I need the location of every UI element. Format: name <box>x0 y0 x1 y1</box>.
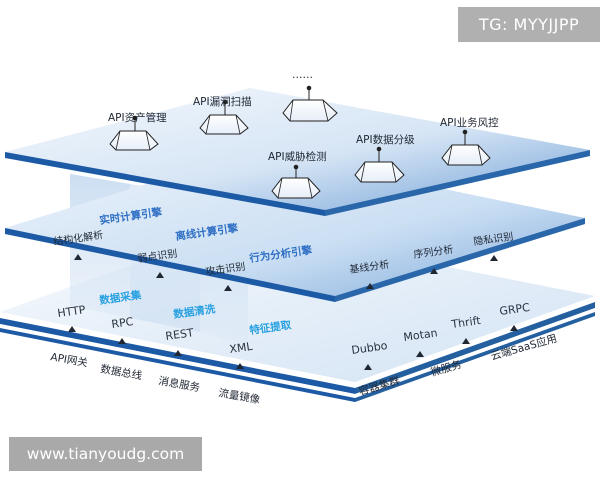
middle-plane-edge-right <box>335 218 585 302</box>
module-label-threat-detection: API威胁检测 <box>268 150 327 163</box>
marker-grpc <box>510 325 518 331</box>
pyramid-api-asset-management <box>109 115 159 151</box>
watermark-tag: TG: MYYJJPP <box>458 7 600 42</box>
watermark-url: www.tianyoudg.com <box>9 437 202 471</box>
process-data-cleaning: 数据清洗 <box>172 302 217 321</box>
module-label-asset-management: API资产管理 <box>108 111 167 124</box>
top-plane-edge-left <box>5 152 325 216</box>
framework-dubbo: Dubbo <box>351 339 389 357</box>
marker-rest <box>174 350 182 356</box>
marker-baseline-analysis <box>366 283 374 289</box>
bottom-plane-edge2-left <box>0 328 355 402</box>
marker-structured-parsing <box>74 254 82 260</box>
pyramid-api-vulnerability-scan <box>199 99 249 135</box>
process-data-collection: 数据采集 <box>98 288 143 307</box>
modules-ellipsis: ...... <box>292 68 313 81</box>
marker-thrift <box>462 338 470 344</box>
top-plane <box>5 88 590 210</box>
module-label-data-grading: API数据分级 <box>356 133 415 146</box>
marker-dubbo <box>364 364 372 370</box>
pyramid-api-business-risk-control <box>441 129 491 166</box>
module-label-business-risk-control: API业务风控 <box>440 116 499 129</box>
marker-sequence-analysis <box>430 268 438 274</box>
bottom-plane-edge2-right <box>355 312 595 402</box>
top-layer <box>5 88 590 216</box>
protocol-xml: XML <box>229 340 255 356</box>
bottom-plane-gap <box>0 308 595 398</box>
middle-plane <box>5 150 585 296</box>
source-traffic-mirror: 流量镜像 <box>217 386 261 406</box>
source-data-bus: 数据总线 <box>99 362 143 382</box>
framework-motan: Motan <box>403 326 439 344</box>
item-privacy-identification: 隐私识别 <box>473 231 514 248</box>
marker-motan <box>416 351 424 357</box>
marker-weakness-identification <box>156 272 164 278</box>
protocol-rpc: RPC <box>111 315 135 331</box>
marker-xml <box>236 363 244 369</box>
marker-attack-identification <box>224 285 232 291</box>
middle-plane-edge-left <box>5 228 335 302</box>
top-plane-edge-right <box>325 150 590 216</box>
process-feature-extraction: 特征提取 <box>249 318 293 337</box>
marker-rpc <box>118 338 126 344</box>
source-api-gateway: API网关 <box>49 350 89 369</box>
protocol-rest: REST <box>165 326 195 343</box>
marker-http <box>68 326 76 332</box>
protocol-http: HTTP <box>57 303 87 320</box>
item-weakness-identification: 弱点识别 <box>137 248 178 265</box>
marker-privacy-identification <box>490 255 498 261</box>
framework-grpc: GRPC <box>499 301 531 318</box>
bottom-plane-edge-right <box>355 302 595 394</box>
pyramid-api-data-grading <box>354 146 405 183</box>
pyramid-api-threat-detection <box>271 164 321 199</box>
module-label-vulnerability-scan: API漏洞扫描 <box>193 95 252 108</box>
framework-thrift: Thrift <box>450 314 482 331</box>
pyramid-ellipsis <box>282 85 338 122</box>
source-message-service: 消息服务 <box>157 374 201 394</box>
middle-layer <box>5 150 585 302</box>
